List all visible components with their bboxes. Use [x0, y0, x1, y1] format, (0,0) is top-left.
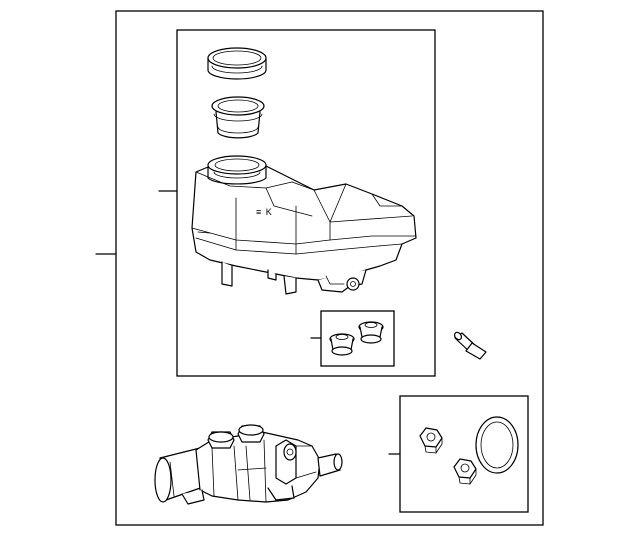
o-ring-seal[interactable] — [475, 416, 519, 474]
grommet-right[interactable] — [358, 321, 384, 344]
hex-nut-upper[interactable] — [419, 427, 443, 454]
reservoir-marking: ≡ K — [256, 207, 273, 217]
hex-nut-lower[interactable] — [453, 458, 477, 485]
retaining-pin[interactable] — [453, 331, 487, 360]
reservoir-kit-frame — [176, 29, 436, 377]
brake-fluid-reservoir[interactable]: ≡ K — [191, 155, 417, 295]
reservoir-strainer[interactable] — [211, 96, 265, 139]
master-cylinder-body[interactable] — [154, 424, 343, 505]
reservoir-cap[interactable] — [207, 47, 267, 80]
master-cylinder-assembly-frame — [115, 10, 544, 526]
grommet-left[interactable] — [329, 333, 355, 356]
